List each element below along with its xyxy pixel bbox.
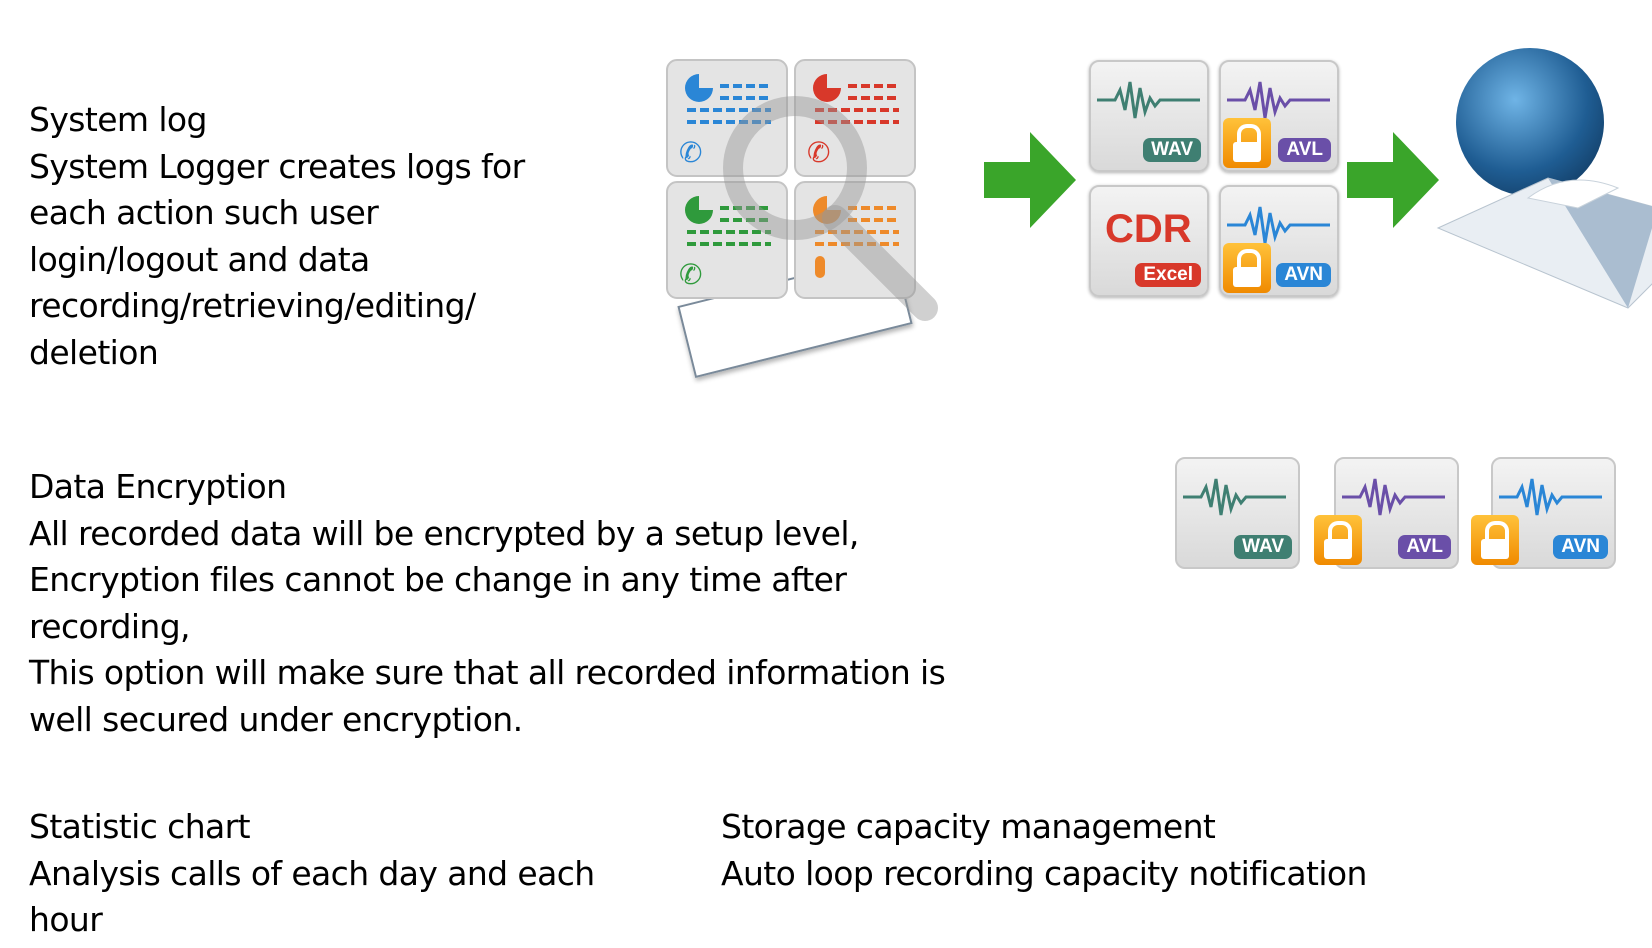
lock-icon <box>1471 515 1519 565</box>
system-log-text: deletion <box>29 332 159 372</box>
log-tiles-icon: ✆ ✆ ✆ <box>666 59 938 321</box>
system-log-title: System log <box>29 100 207 139</box>
data-encryption-section: Data Encryption All recorded data will b… <box>29 464 946 743</box>
waveform-icon <box>1499 478 1602 516</box>
data-encryption-title: Data Encryption <box>29 467 287 506</box>
storage-section: Storage capacity management Auto loop re… <box>721 804 1367 897</box>
avn-file-tile: AVN <box>1471 457 1616 569</box>
svg-text:✆: ✆ <box>807 136 830 169</box>
storage-text: Auto loop recording capacity notificatio… <box>721 853 1367 893</box>
waveform-icon <box>1342 478 1445 516</box>
avl-tag: AVL <box>1398 535 1451 559</box>
lock-icon <box>1314 515 1362 565</box>
waveform-icon <box>1183 478 1286 516</box>
system-log-text: login/logout and data <box>29 239 370 279</box>
lock-icon <box>1223 243 1271 293</box>
data-encryption-text: All recorded data will be encrypted by a… <box>29 513 859 553</box>
statistic-chart-text: Analysis calls of each day and each <box>29 853 595 893</box>
data-encryption-text: recording, <box>29 606 191 646</box>
system-log-text: System Logger creates logs for <box>29 146 525 186</box>
statistic-chart-section: Statistic chart Analysis calls of each d… <box>29 804 595 944</box>
svg-text:✆: ✆ <box>679 136 702 169</box>
avn-file-tile: AVN <box>1219 185 1339 297</box>
avl-file-tile: AVL <box>1219 60 1339 172</box>
data-encryption-text: Encryption files cannot be change in any… <box>29 560 847 599</box>
paper-icon <box>1436 177 1652 309</box>
globe-icon <box>1456 48 1604 196</box>
cdr-label: CDR <box>1105 207 1192 251</box>
avl-tag: AVL <box>1278 138 1331 162</box>
system-log-illustration: ✆ ✆ ✆ <box>665 58 995 378</box>
wav-file-tile: WAV <box>1089 60 1209 172</box>
wav-tag: WAV <box>1143 138 1201 162</box>
avn-tag: AVN <box>1553 535 1608 559</box>
data-encryption-text: well secured under encryption. <box>29 699 523 739</box>
wav-file-tile: WAV <box>1175 457 1300 569</box>
svg-text:✆: ✆ <box>679 258 702 291</box>
avl-file-tile: AVL <box>1314 457 1459 569</box>
system-log-section: System log System Logger creates logs fo… <box>29 97 525 376</box>
excel-tag: Excel <box>1135 263 1201 287</box>
lock-icon <box>1223 118 1271 168</box>
waveform-icon <box>1097 81 1200 119</box>
statistic-chart-title: Statistic chart <box>29 807 251 846</box>
arrow-right-icon <box>984 132 1076 228</box>
statistic-chart-text: hour <box>29 900 103 939</box>
wav-tag: WAV <box>1234 535 1292 559</box>
system-log-text: recording/retrieving/editing/ <box>29 286 476 325</box>
cdr-file-tile: CDR Excel <box>1089 185 1209 297</box>
system-log-text: each action such user <box>29 193 379 232</box>
data-encryption-text: This option will make sure that all reco… <box>29 653 946 692</box>
arrow-right-icon <box>1347 132 1439 228</box>
waveform-icon <box>1227 81 1330 119</box>
waveform-icon <box>1227 206 1330 244</box>
avn-tag: AVN <box>1276 263 1331 287</box>
storage-title: Storage capacity management <box>721 807 1216 846</box>
